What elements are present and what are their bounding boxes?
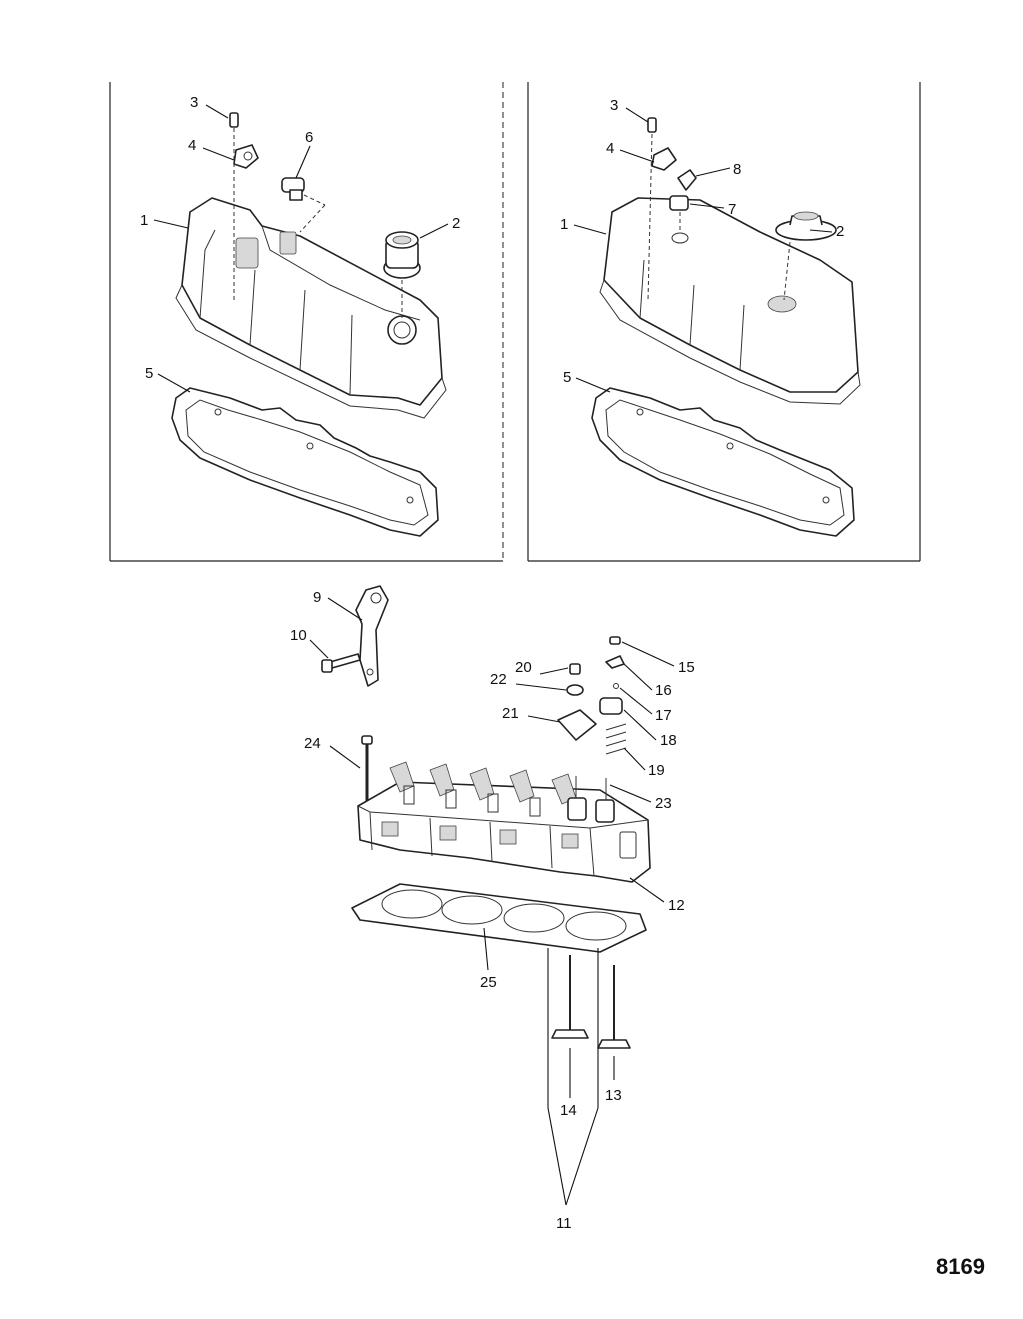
- callout-20: 20: [515, 659, 532, 676]
- callout-8-right: 8: [733, 161, 741, 178]
- bracket-bolt: [321, 653, 361, 673]
- head-gasket: [351, 883, 647, 953]
- lower-assembly: 9 10 11 12 13 14 15 16 17 18 19 20 21 22: [290, 585, 695, 1232]
- callout-21: 21: [502, 705, 519, 722]
- callout-1-right: 1: [560, 216, 568, 233]
- valve-exhaust: [597, 965, 631, 1049]
- callout-22: 22: [490, 671, 507, 688]
- valve-cover-left: [175, 197, 447, 419]
- oil-fill-cap-left: [383, 231, 421, 318]
- callout-7-right: 7: [728, 201, 736, 218]
- callout-6-left: 6: [305, 129, 313, 146]
- valve-small-parts: [557, 636, 627, 755]
- valve-guide-group: [547, 948, 615, 1206]
- callout-11: 11: [556, 1215, 572, 1232]
- callouts-lower: 9 10 11 12 13 14 15 16 17 18 19 20 21 22: [290, 589, 695, 1232]
- callout-2-left: 2: [452, 215, 460, 232]
- lifting-bracket: [355, 585, 389, 687]
- callout-3-right: 3: [610, 97, 618, 114]
- right-panel: 1 2 3 4 5 7 8: [527, 82, 921, 562]
- pressure-cap-right: [775, 211, 837, 301]
- callout-24: 24: [304, 735, 321, 752]
- gasket-right: [591, 387, 855, 537]
- callout-19: 19: [648, 762, 665, 779]
- figure-number: 8169: [936, 1254, 985, 1279]
- callout-18: 18: [660, 732, 677, 749]
- callout-23: 23: [655, 795, 672, 812]
- callout-17: 17: [655, 707, 672, 724]
- callout-13: 13: [605, 1087, 622, 1104]
- left-panel: 1 2 3 4 5 6: [109, 82, 504, 562]
- callout-4-right: 4: [606, 140, 614, 157]
- callout-2-right: 2: [836, 223, 844, 240]
- callouts-right: 1 2 3 4 5 7 8: [560, 97, 844, 393]
- callout-9: 9: [313, 589, 321, 606]
- cylinder-head: [357, 761, 651, 883]
- screw-and-clip-left: [229, 112, 259, 300]
- callout-5-left: 5: [145, 365, 153, 382]
- gasket-left: [171, 387, 439, 537]
- callout-12: 12: [668, 897, 685, 914]
- callout-25: 25: [480, 974, 497, 991]
- callout-3-left: 3: [190, 94, 198, 111]
- callout-4-left: 4: [188, 137, 196, 154]
- callout-14: 14: [560, 1102, 577, 1119]
- callout-15: 15: [678, 659, 695, 676]
- callouts-left: 1 2 3 4 5 6: [140, 94, 460, 393]
- callout-1-left: 1: [140, 212, 148, 229]
- breather-fitting: [281, 177, 326, 233]
- callout-5-right: 5: [563, 369, 571, 386]
- valve-intake: [551, 955, 589, 1039]
- callout-16: 16: [655, 682, 672, 699]
- valve-cover-right: [599, 197, 861, 405]
- fitting-and-grommet: [669, 169, 697, 232]
- callout-10: 10: [290, 627, 307, 644]
- screw-and-clip-right: [647, 117, 677, 301]
